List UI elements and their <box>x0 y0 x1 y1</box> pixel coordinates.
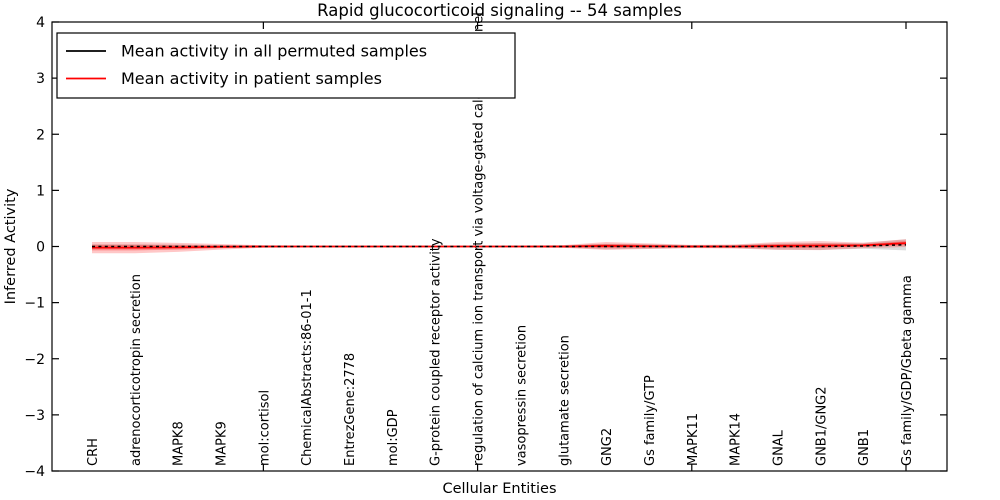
x-category-label: GNB1 <box>857 429 872 466</box>
x-category-label: CRH <box>86 438 101 466</box>
y-tick-label: −3 <box>24 408 45 424</box>
legend-box <box>56 32 516 99</box>
y-tick-label: −2 <box>24 352 45 368</box>
x-category-label: G-protein coupled receptor activity <box>429 238 444 466</box>
x-category-label: MAPK8 <box>172 421 187 466</box>
y-tick-label: 3 <box>36 71 45 87</box>
y-tick-label: 1 <box>36 183 45 199</box>
legend: Mean activity in all permuted samplesMea… <box>56 32 516 99</box>
x-category-label: regulation of calcium ion transport via … <box>472 12 487 466</box>
y-tick-label: 2 <box>36 127 45 143</box>
x-category-label: adrenocorticotropin secretion <box>129 274 144 466</box>
y-tick-label: −1 <box>24 296 45 312</box>
x-axis-label: Cellular Entities <box>442 481 556 497</box>
x-category-label: MAPK14 <box>729 413 744 466</box>
x-category-label: EntrezGene:2778 <box>343 353 358 466</box>
x-category-label: GNG2 <box>600 428 615 466</box>
x-category-label: MAPK9 <box>215 421 230 466</box>
x-category-label: glutamate secretion <box>557 335 572 466</box>
x-category-label: MAPK11 <box>686 413 701 466</box>
x-category-label: mol:GDP <box>386 409 401 466</box>
legend-entry-label: Mean activity in patient samples <box>121 69 382 88</box>
x-category-label: mol:cortisol <box>257 390 272 466</box>
x-category-label: Gs family/GTP <box>643 375 658 466</box>
y-tick-label: −4 <box>24 464 45 480</box>
mean-permuted-line <box>92 244 907 248</box>
x-category-label: Gs family/GDP/Gbeta gamma <box>900 275 915 466</box>
y-axis-label: Inferred Activity <box>3 188 19 304</box>
x-category-label: GNB1/GNG2 <box>814 386 829 466</box>
x-category-label: GNAL <box>771 429 786 466</box>
x-category-label: ChemicalAbstracts:86-01-1 <box>300 289 315 466</box>
legend-entry-label: Mean activity in all permuted samples <box>121 42 427 61</box>
y-tick-label: 4 <box>36 15 45 31</box>
chart-title: Rapid glucocorticoid signaling -- 54 sam… <box>317 1 682 20</box>
permuted-std-band <box>92 239 906 251</box>
x-category-label: vasopressin secretion <box>514 325 529 466</box>
y-tick-label: 0 <box>36 240 45 256</box>
